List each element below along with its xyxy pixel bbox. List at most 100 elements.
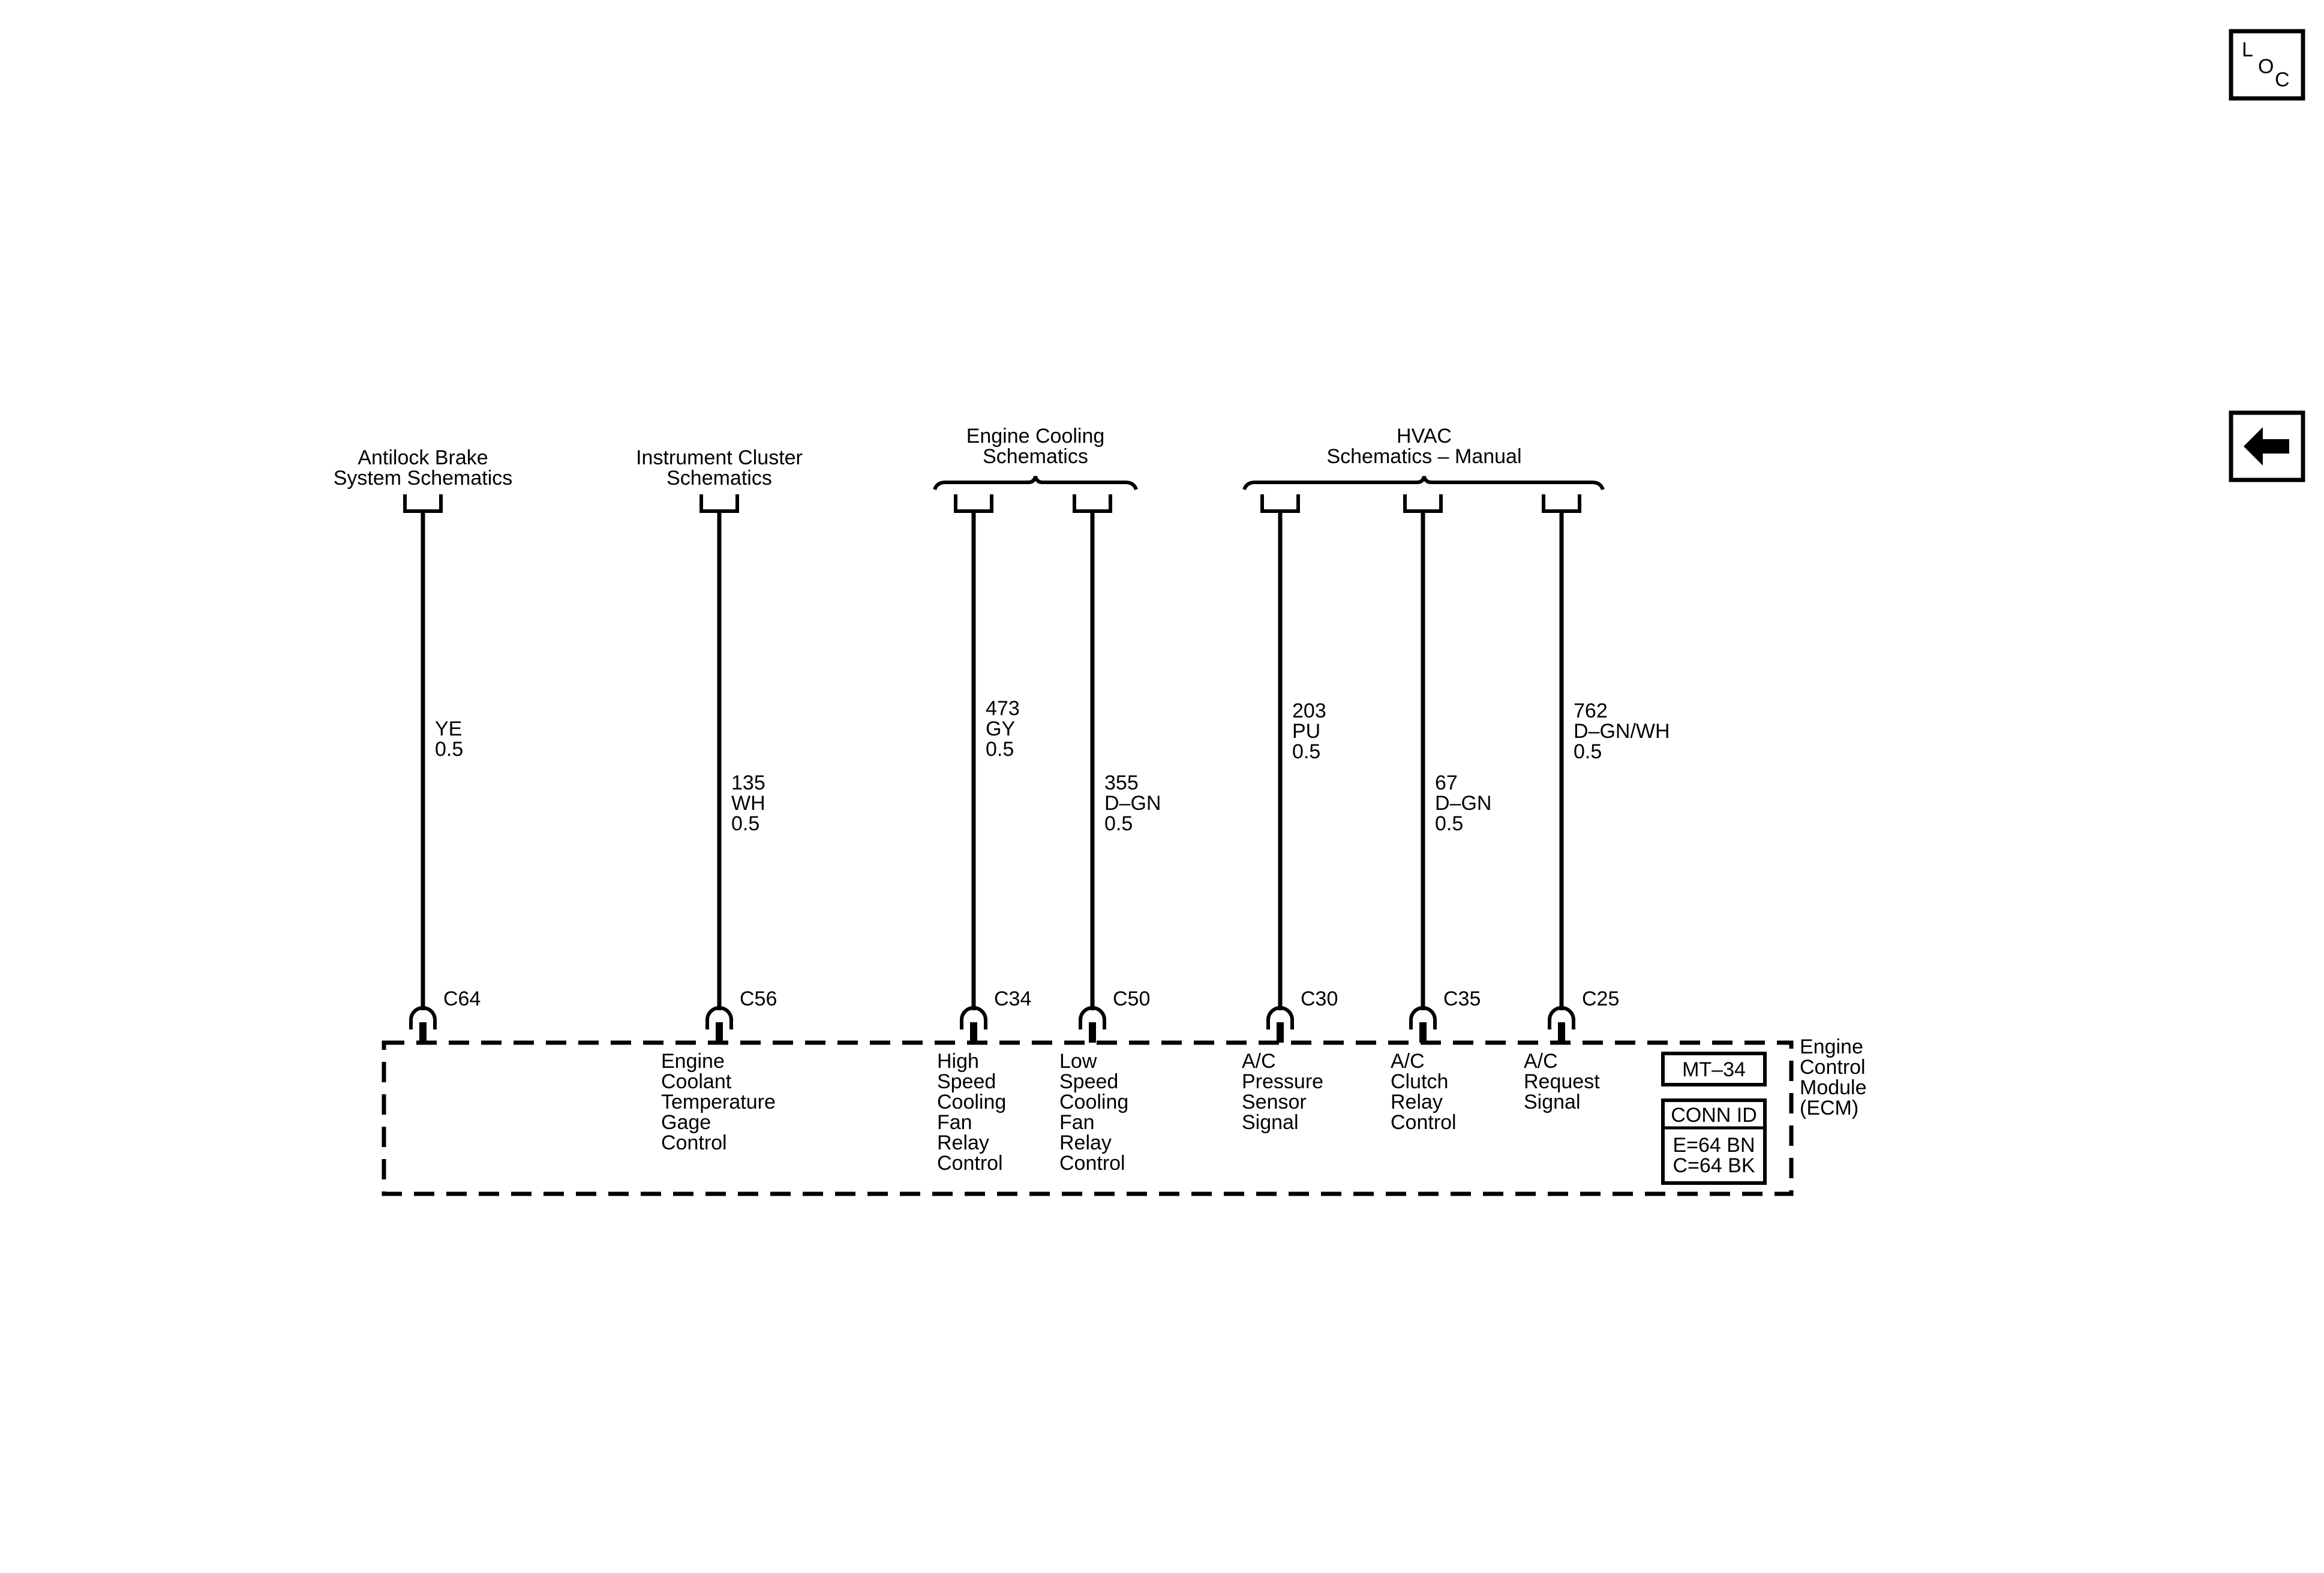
pin-description-line: Temperature — [661, 1091, 776, 1113]
svg-text:(ECM): (ECM) — [1800, 1097, 1858, 1119]
wire-label-line: D–GN — [1104, 792, 1161, 815]
pin-description-line: High — [937, 1050, 979, 1073]
bottom-connector — [1409, 1006, 1437, 1029]
top-connector — [1073, 494, 1112, 513]
pin-description-line: Engine — [661, 1050, 725, 1073]
pin-terminal — [1419, 1022, 1427, 1043]
top-connector — [1260, 494, 1300, 513]
svg-text:System Schematics: System Schematics — [334, 467, 513, 490]
wire-label-line: 762 — [1574, 700, 1608, 722]
ecm-module-name: Engine Control Module (ECM) — [1800, 1035, 1867, 1119]
top-connector — [699, 494, 739, 513]
wire-label-line: PU — [1292, 720, 1320, 743]
engine-cooling-schematics-label[interactable]: Engine Cooling Schematics — [966, 425, 1105, 468]
pin-terminal — [716, 1022, 723, 1043]
pin-description-line: A/C — [1391, 1050, 1425, 1073]
pin-description-line: Control — [1391, 1111, 1457, 1134]
pin-description-line: Clutch — [1391, 1070, 1448, 1093]
pin-description-line: Relay — [937, 1131, 989, 1154]
svg-text:Schematics: Schematics — [666, 467, 772, 490]
back-button[interactable] — [2229, 410, 2305, 482]
pin-label: C35 — [1443, 987, 1481, 1010]
pin-label: C34 — [994, 987, 1031, 1010]
conn-id-line-c: C=64 BK — [1673, 1154, 1755, 1177]
wire-label-line: 135 — [731, 772, 765, 794]
pin-description-line: Coolant — [661, 1070, 732, 1093]
pin-description-line: Signal — [1524, 1091, 1581, 1113]
bottom-connector — [409, 1006, 437, 1029]
pin-terminal — [419, 1022, 427, 1043]
svg-text:Instrument Cluster: Instrument Cluster — [636, 446, 803, 469]
bottom-connector — [1079, 1006, 1106, 1029]
pin-description-line: Fan — [1059, 1111, 1095, 1134]
conn-id-header: CONN ID — [1671, 1104, 1757, 1127]
pin-description-line: Fan — [937, 1111, 972, 1134]
loc-letter-l: L — [2242, 38, 2253, 61]
top-connector — [403, 494, 443, 513]
bottom-connector — [1548, 1006, 1575, 1029]
pin-label: C56 — [740, 987, 777, 1010]
pin-terminal — [1089, 1022, 1096, 1043]
pin-description-line: Signal — [1242, 1111, 1299, 1134]
bottom-connector — [960, 1006, 987, 1029]
circuit-c56: C56 135WH0.5EngineCoolantTemperatureGageC… — [661, 494, 777, 1154]
pin-terminal — [970, 1022, 977, 1043]
module-id-box: MT–34 — [1661, 1052, 1767, 1086]
pin-description-line: Control — [937, 1152, 1003, 1175]
wire-label-line: 0.5 — [731, 812, 759, 835]
left-arrow-icon — [2244, 427, 2289, 466]
pin-description-line: A/C — [1524, 1050, 1558, 1073]
pin-description-line: Low — [1059, 1050, 1097, 1073]
wire-label-line: 355 — [1104, 772, 1139, 794]
pin-description-line: Relay — [1391, 1091, 1443, 1113]
loc-letter-c: C — [2275, 68, 2290, 91]
svg-text:Antilock Brake: Antilock Brake — [358, 446, 488, 469]
svg-text:Schematics – Manual: Schematics – Manual — [1326, 445, 1521, 468]
pin-label: C50 — [1113, 987, 1150, 1010]
abs-schematics-label[interactable]: Antilock Brake System Schematics — [334, 446, 513, 490]
svg-text:Engine: Engine — [1800, 1035, 1863, 1058]
engine-cooling-brace — [933, 476, 1138, 491]
circuit-c34: C34473GY0.5HighSpeedCoolingFanRelayContr… — [937, 494, 1031, 1175]
pin-label: C64 — [443, 987, 481, 1010]
loc-button[interactable]: L O C — [2229, 29, 2305, 101]
pin-terminal — [1558, 1022, 1565, 1043]
wire-label-line: 0.5 — [1104, 812, 1133, 835]
pin-description-line: Request — [1524, 1070, 1600, 1093]
bottom-connector — [705, 1006, 733, 1029]
pin-description-line: Speed — [937, 1070, 996, 1093]
svg-text:Control: Control — [1800, 1056, 1866, 1079]
wire-label-line: WH — [731, 792, 765, 815]
svg-text:Engine Cooling: Engine Cooling — [966, 425, 1105, 448]
pin-label: C25 — [1582, 987, 1619, 1010]
wire-label-line: YE — [435, 718, 462, 740]
pin-description-line: Gage — [661, 1111, 711, 1134]
svg-text:Module: Module — [1800, 1076, 1867, 1099]
circuit-c50: C50355D–GN0.5LowSpeedCoolingFanRelayCont… — [1059, 494, 1161, 1175]
pin-terminal — [1277, 1022, 1284, 1043]
conn-id-box: CONN ID E=64 BN C=64 BK — [1661, 1098, 1767, 1185]
pin-description-line: Sensor — [1242, 1091, 1307, 1113]
wire-label-line: D–GN — [1435, 792, 1491, 815]
wire-label-line: 0.5 — [1574, 740, 1602, 763]
wire-label-line: 0.5 — [1292, 740, 1320, 763]
hvac-schematics-label[interactable]: HVAC Schematics – Manual — [1326, 425, 1521, 468]
svg-text:Schematics: Schematics — [983, 445, 1088, 468]
pin-description-line: Control — [661, 1131, 727, 1154]
pin-description-line: Cooling — [1059, 1091, 1128, 1113]
module-id-label: MT–34 — [1682, 1058, 1746, 1081]
pin-description-line: Speed — [1059, 1070, 1118, 1093]
conn-id-line-e: E=64 BN — [1673, 1134, 1755, 1157]
instrument-cluster-schematics-label[interactable]: Instrument Cluster Schematics — [636, 446, 803, 490]
pin-description-line: Relay — [1059, 1131, 1112, 1154]
loc-letter-o: O — [2258, 55, 2274, 78]
wire-label-line: 0.5 — [1435, 812, 1463, 835]
wire-label-line: 473 — [986, 697, 1020, 720]
pin-label: C30 — [1301, 987, 1338, 1010]
pin-description-line: Pressure — [1242, 1070, 1323, 1093]
